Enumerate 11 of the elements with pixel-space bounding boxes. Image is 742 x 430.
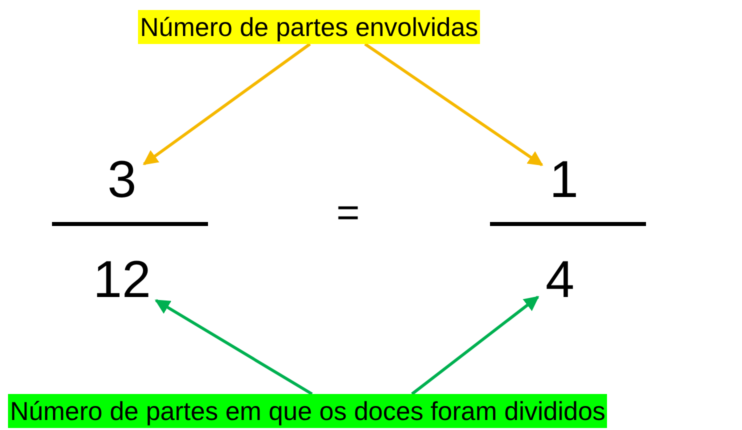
arrow <box>154 299 313 396</box>
arrow <box>142 42 311 166</box>
numerator: 3 <box>100 150 144 210</box>
equals-sign: = <box>335 190 361 237</box>
annotation-label: Número de partes em que os doces foram divididos <box>8 394 608 428</box>
denominator: 12 <box>88 250 156 310</box>
denominator: 4 <box>538 250 582 310</box>
arrow <box>364 42 544 166</box>
arrow <box>411 296 540 396</box>
numerator: 1 <box>542 150 586 210</box>
annotation-label: Número de partes envolvidas <box>138 10 480 44</box>
